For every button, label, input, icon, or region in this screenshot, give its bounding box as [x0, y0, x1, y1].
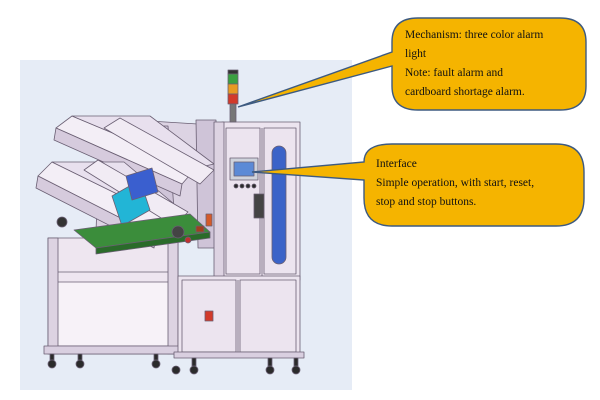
interface-title: Interface: [376, 158, 417, 170]
interface-desc-line1: Simple operation, with start, reset,: [376, 177, 535, 189]
callout-alarm-bubble: [237, 17, 587, 111]
cardboard-magazines: [35, 115, 231, 255]
feeder-frame: [43, 237, 183, 355]
alarm-title-line2: light: [405, 48, 427, 60]
callout-alarm: [237, 17, 587, 111]
alarm-title-line1: Mechanism: three color alarm: [405, 29, 544, 41]
callout-interface: [251, 143, 585, 227]
alarm-note-line1: Note: fault alarm and: [405, 67, 504, 79]
interface-panel: [229, 157, 265, 219]
packing-machine: [35, 69, 305, 375]
callout-interface-bubble: [251, 143, 585, 227]
alarm-light: [227, 69, 239, 123]
casters: [47, 353, 301, 375]
callout-interface-text: Interface Simple operation, with start, …: [376, 155, 582, 212]
interface-desc-line2: stop and stop buttons.: [376, 196, 477, 208]
alarm-note-line2: cardboard shortage alarm.: [405, 86, 525, 98]
callout-alarm-text: Mechanism: three color alarm light Note:…: [405, 26, 575, 102]
